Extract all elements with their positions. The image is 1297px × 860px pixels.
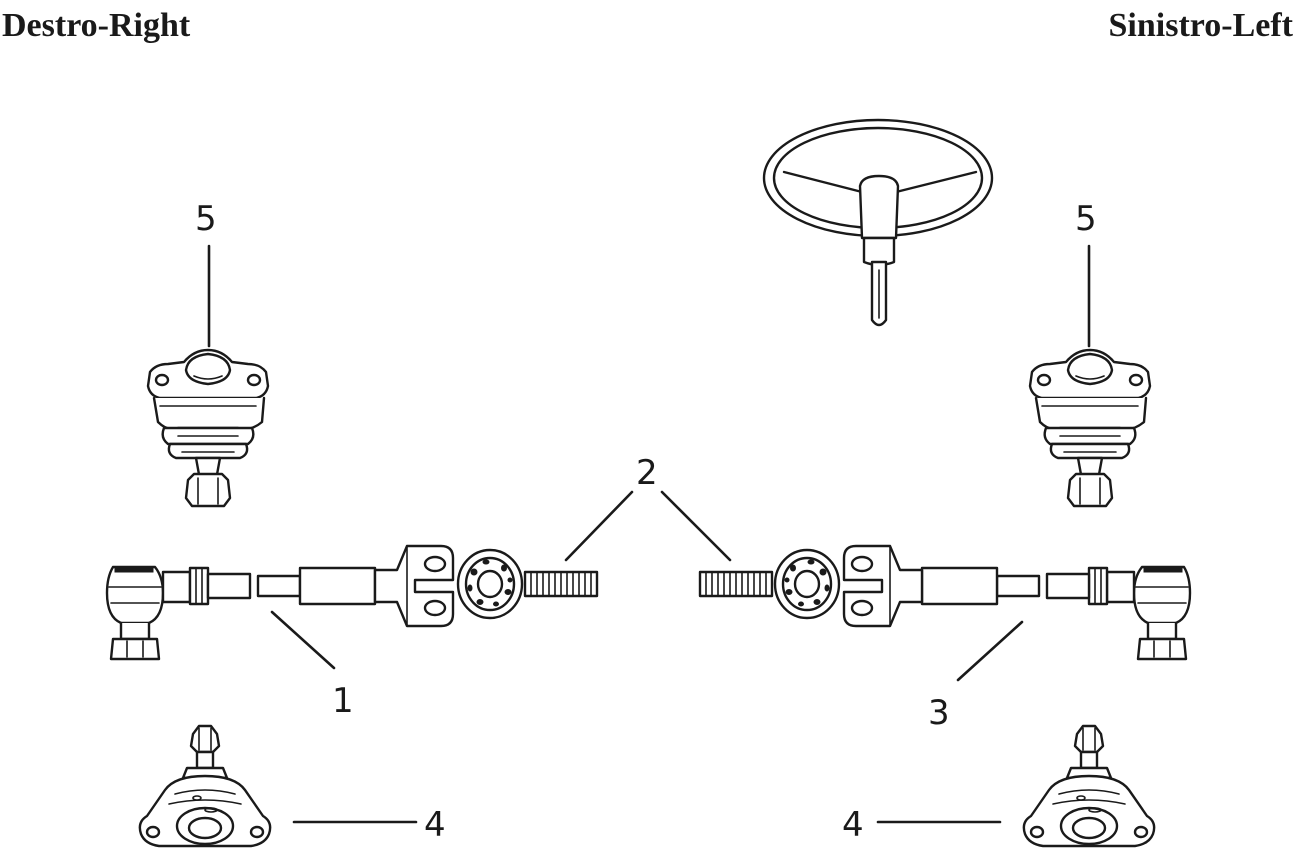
title-destro-right: Destro-Right [2,7,191,44]
callout-3: 3 [928,693,950,733]
leader-1 [270,610,336,670]
leader-2-right [660,490,732,562]
callout-4-right: 4 [842,805,864,845]
callout-1: 1 [332,681,354,721]
leader-lines [207,244,1091,824]
lower-ball-joint-right [1022,724,1156,848]
tie-rod-left [107,546,597,659]
callout-2: 2 [636,453,658,493]
title-sinistro-left: Sinistro-Left [1108,7,1293,44]
lower-ball-joint-left [138,724,272,848]
upper-ball-joint-right [1028,348,1152,508]
upper-ball-joint-left [146,348,270,508]
callout-5-right: 5 [1075,199,1097,239]
tie-rod-right [700,546,1190,659]
leader-3 [956,620,1024,682]
leader-2-left [564,490,634,562]
steering-wheel-icon [762,118,994,327]
callout-5-left: 5 [195,199,217,239]
callout-4-left: 4 [424,805,446,845]
